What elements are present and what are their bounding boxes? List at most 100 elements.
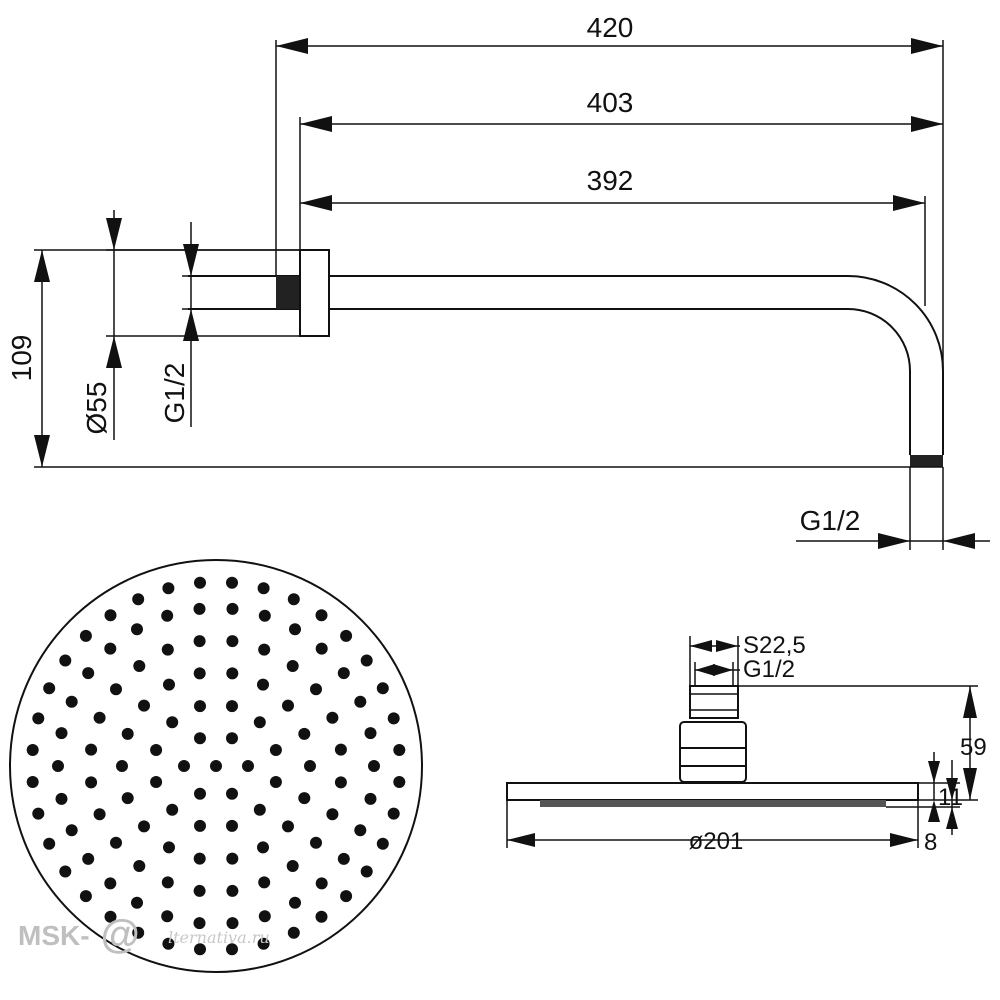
nozzle-hole [131,623,143,636]
nozzle-hole [93,808,106,821]
arrowhead [183,309,199,341]
nozzle-hole [315,877,328,890]
dimension-109: 109 [6,249,943,468]
arrowhead [911,38,943,54]
nozzle-hole [226,943,238,956]
nozzle-hole [32,712,45,725]
dimension-head-height: 59 [738,685,987,801]
nozzle-hole [210,760,222,772]
watermark: MSK- @ lternativa.ru [18,913,270,957]
dimension-outlet-thread: G1/2 [796,467,990,550]
head-plate [506,782,919,801]
nozzle-hole [133,860,146,872]
nozzle-hole [133,660,146,672]
arm-pipe-inner [329,308,911,455]
nozzle-hole [226,884,239,897]
nozzle-hole [226,602,239,615]
dimension-wall-thread: G1/2 [159,222,200,427]
nozzle-hole [162,582,175,595]
shower-head-side-view [506,685,919,807]
nozzle-hole [298,727,311,740]
dimension-label-392: 392 [587,165,634,196]
nozzle-hole [387,712,400,725]
arrowhead [106,336,122,368]
nozzle-hole [65,824,78,837]
nozzle-hole [110,836,122,849]
nozzle-hole [82,667,95,680]
nozzle-hole [226,667,239,680]
nozzle-hole [226,819,238,832]
nozzle-hole [286,860,299,872]
arrowhead [911,116,943,132]
wall-thread-block [276,276,300,309]
nozzle-hole [257,937,270,950]
nozzle-hole [257,841,269,854]
nozzle-hole [253,716,266,729]
arrowhead [963,768,977,800]
nozzle-hole [315,642,328,655]
nozzle-hole [289,623,301,636]
dimension-label-403: 403 [587,87,634,118]
nozzle-hole [193,917,206,930]
nozzle-hole [93,711,106,724]
nozzle-hole [286,660,299,672]
nozzle-hole [326,808,339,821]
nozzle-hole [387,807,400,820]
nozzle-hole [194,787,206,800]
arrowhead [183,244,199,276]
nozzle-hole [337,852,350,865]
nozzle-hole [161,643,174,656]
nozzle-hole [226,576,238,589]
dimension-label-wall-thread: G1/2 [159,363,190,424]
nozzle-hole [269,776,282,788]
nozzle-hole [43,682,56,695]
nozzle-hole [166,716,179,729]
nozzle-hole [121,727,134,740]
arrowhead [34,250,50,282]
watermark-emblem: @ [100,913,139,957]
nozzle-hole [104,877,117,890]
arrowhead [300,116,332,132]
nozzle-hole [166,803,179,816]
dimension-label-wrench-size: S22,5 [743,632,806,659]
nozzle-hole [282,699,294,712]
nozzle-hole [354,695,367,708]
nozzle-hole [85,776,98,789]
nozzle-hole [310,683,322,696]
nozzle-hole [161,876,174,889]
nozzle-hole [340,890,353,903]
nozzle-hole [315,910,328,923]
nozzle-hole [59,654,72,667]
nozzle-hole [193,667,206,680]
nozzle-hole [116,760,128,772]
nozzle-hole [79,890,92,903]
dimension-label-head-height: 59 [960,734,987,761]
nozzle-hole [226,917,239,930]
dimension-flange-diameter: Ø55 [81,210,300,440]
arrowhead [893,195,925,211]
nozzle-hole [226,852,239,865]
arrowhead [34,435,50,467]
connector-nut [689,685,739,719]
nozzle-hole [334,776,347,789]
arrowhead [946,807,958,829]
nozzle-hole [258,609,271,622]
dimension-label-outlet-thread: G1/2 [800,505,861,536]
nozzle-hole [138,820,150,833]
nozzle-hole [194,943,206,956]
nozzle-pattern [26,576,406,956]
nozzle-hole [193,884,206,897]
nozzle-hole [194,819,206,832]
dimension-plate-thickness: 11 [918,752,963,822]
nozzle-hole [269,744,282,756]
nozzle-hole [326,711,339,724]
nozzle-hole [287,593,300,606]
arm-pipe-outer [329,275,944,455]
nozzle-hole [194,576,206,589]
watermark-prefix: MSK- [18,920,90,951]
nozzle-hole [161,910,174,923]
nozzle-hole [226,787,238,800]
nozzle-hole [354,824,367,837]
nozzle-hole [85,743,98,756]
